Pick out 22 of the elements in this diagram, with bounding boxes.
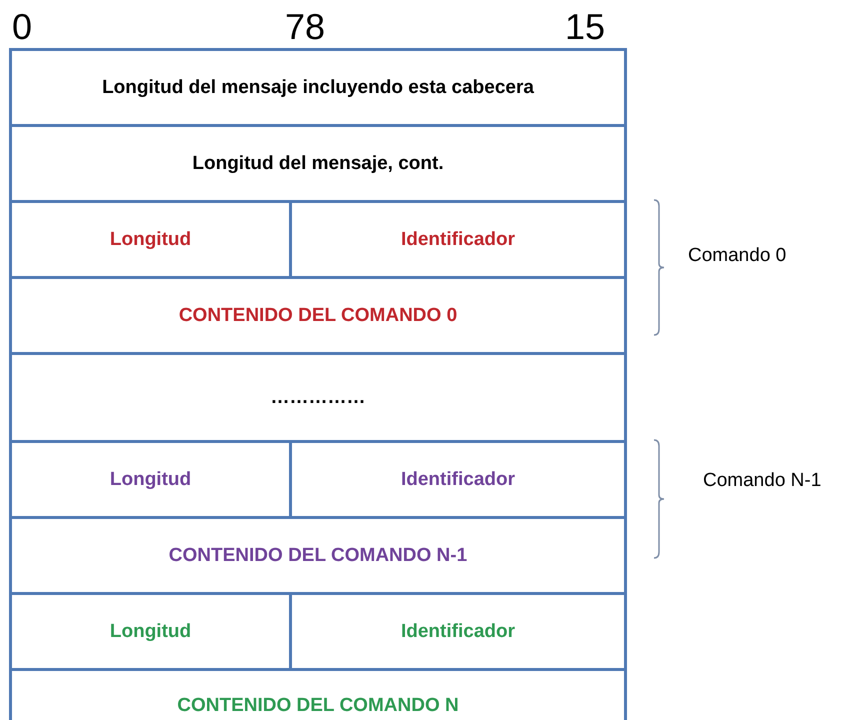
field-label: Identificador [400,620,515,642]
field-cell [9,276,627,355]
field-cell [9,48,627,127]
field-label: Longitud [110,228,192,250]
bracket-label: Comando N-1 [703,470,822,492]
bit-number: 15 [565,6,606,48]
field-cell [9,516,627,595]
bit-number: 78 [285,6,326,48]
ellipsis-cell [9,352,627,443]
bit-number: 0 [12,6,32,48]
field-label: Longitud del mensaje incluyendo esta cabecera [102,76,534,98]
field-label: CONTENIDO DEL COMANDO 0 [178,304,458,326]
field-label: Longitud del mensaje, cont. [192,152,444,174]
field-label: Longitud [110,620,192,642]
field-label: CONTENIDO DEL COMANDO N-1 [168,544,468,566]
field-label: Longitud [110,468,192,490]
bracket-label: Comando 0 [688,245,786,267]
field-cell [9,124,627,203]
field-label: Identificador [400,228,515,250]
field-label: …………… [270,386,366,408]
field-label: CONTENIDO DEL COMANDO N [177,694,459,716]
field-label: Identificador [400,468,515,490]
